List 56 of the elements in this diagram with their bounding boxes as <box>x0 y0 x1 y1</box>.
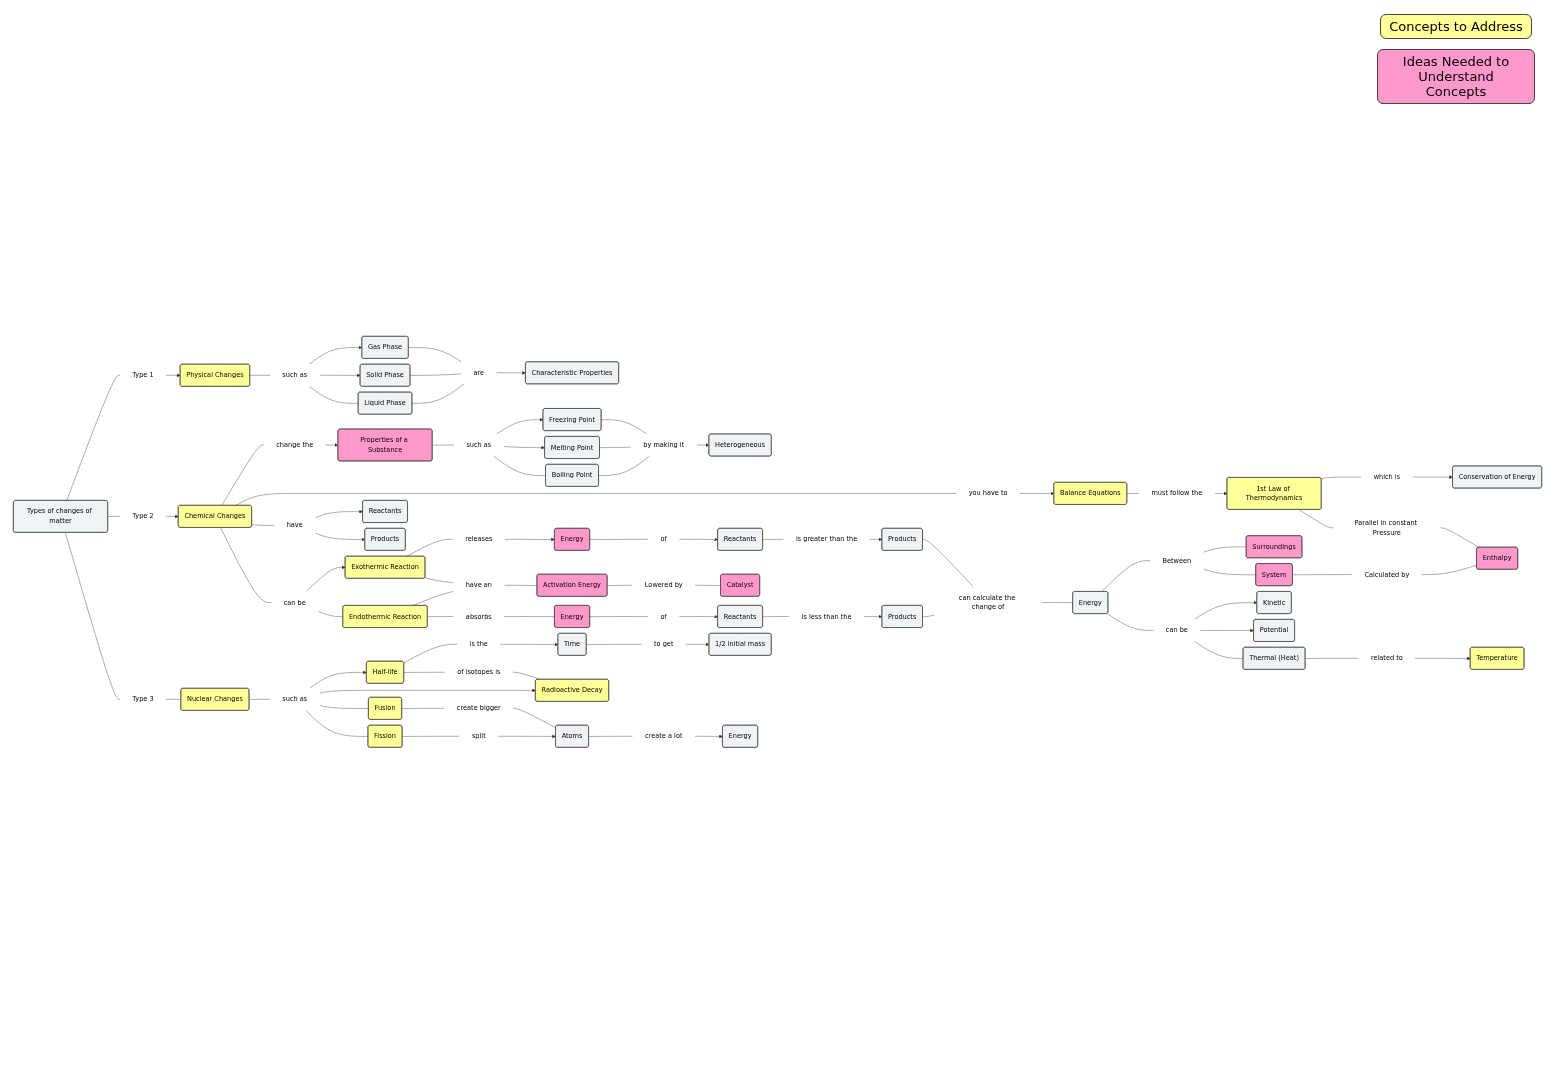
connector <box>1321 476 1362 480</box>
connector <box>512 708 556 729</box>
connector <box>504 585 538 586</box>
connector <box>249 699 271 700</box>
connector <box>410 373 462 376</box>
connector <box>607 585 633 586</box>
connector <box>66 375 121 501</box>
connector <box>922 539 974 587</box>
connector <box>411 383 465 404</box>
connector <box>1126 493 1140 494</box>
connector <box>493 456 546 476</box>
connector <box>221 444 265 506</box>
connector <box>601 419 647 435</box>
connector <box>589 539 649 540</box>
connector <box>762 539 784 540</box>
connector <box>589 616 649 618</box>
legend-key: Ideas Needed to Understand Concepts <box>1377 49 1535 104</box>
connector <box>408 347 462 363</box>
connector <box>588 736 633 737</box>
connector <box>403 644 458 664</box>
connector <box>424 577 454 584</box>
connector <box>220 527 272 603</box>
connector <box>401 708 445 709</box>
connector <box>402 736 460 737</box>
connector <box>65 532 121 700</box>
connector <box>403 672 446 673</box>
legend-key: Concepts to Address <box>1380 14 1532 39</box>
connector <box>249 375 271 376</box>
connector <box>922 615 935 618</box>
connector <box>503 616 555 618</box>
connector <box>165 699 182 700</box>
connector <box>762 616 790 618</box>
connector <box>251 524 275 526</box>
connector <box>694 585 721 586</box>
connector <box>235 493 957 506</box>
connector <box>432 444 455 446</box>
connector <box>427 616 454 618</box>
connector <box>107 516 121 517</box>
connector <box>309 386 359 404</box>
connector <box>317 611 344 618</box>
connector <box>1101 560 1151 593</box>
connector <box>1305 658 1359 659</box>
connector <box>305 710 369 737</box>
connector <box>1041 602 1074 604</box>
connector <box>1298 509 1334 529</box>
connector <box>1194 641 1244 659</box>
connector <box>1292 574 1353 576</box>
connector <box>586 644 642 645</box>
connector <box>1106 613 1154 631</box>
connector <box>1421 565 1477 575</box>
connector <box>1203 569 1257 576</box>
connector <box>599 447 632 449</box>
connector <box>406 539 454 557</box>
connector <box>598 456 650 476</box>
connector <box>1440 527 1479 548</box>
connector <box>319 705 369 709</box>
